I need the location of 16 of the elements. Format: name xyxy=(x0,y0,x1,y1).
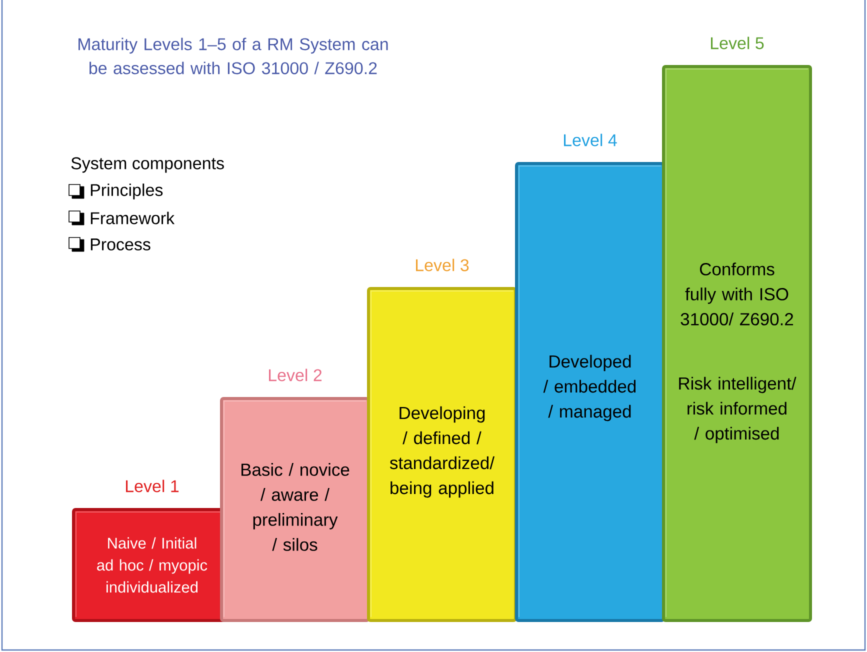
level-description: Developed / embedded / managed xyxy=(543,354,636,422)
level-description: Risk intelligent/ risk informed / optimised xyxy=(679,376,796,444)
level-description: Basic / novice / aware / preliminary / silos xyxy=(242,463,350,551)
list-item: Process xyxy=(90,238,150,250)
list-item: Principles xyxy=(90,184,163,200)
list-item: Framework xyxy=(90,212,175,224)
level-heading: Level 5 xyxy=(711,36,764,50)
level-heading: Level 4 xyxy=(564,134,617,146)
level-heading: Level 1 xyxy=(126,480,179,492)
list-heading: System components xyxy=(71,157,224,173)
level-heading: Level 2 xyxy=(269,368,322,382)
level-description: Conforms fully with ISO 31000/ Z690.2 xyxy=(680,262,794,326)
level-description: Naive / Initial ad hoc / myopic individualized xyxy=(97,537,208,593)
title: Maturity Levels 1–5 of a RM System can be assessed with ISO 31000 / Z690.2 xyxy=(78,38,388,74)
level-heading: Level 3 xyxy=(416,258,469,272)
level-description: Developing / defined / standardized/ being applied xyxy=(390,406,495,498)
